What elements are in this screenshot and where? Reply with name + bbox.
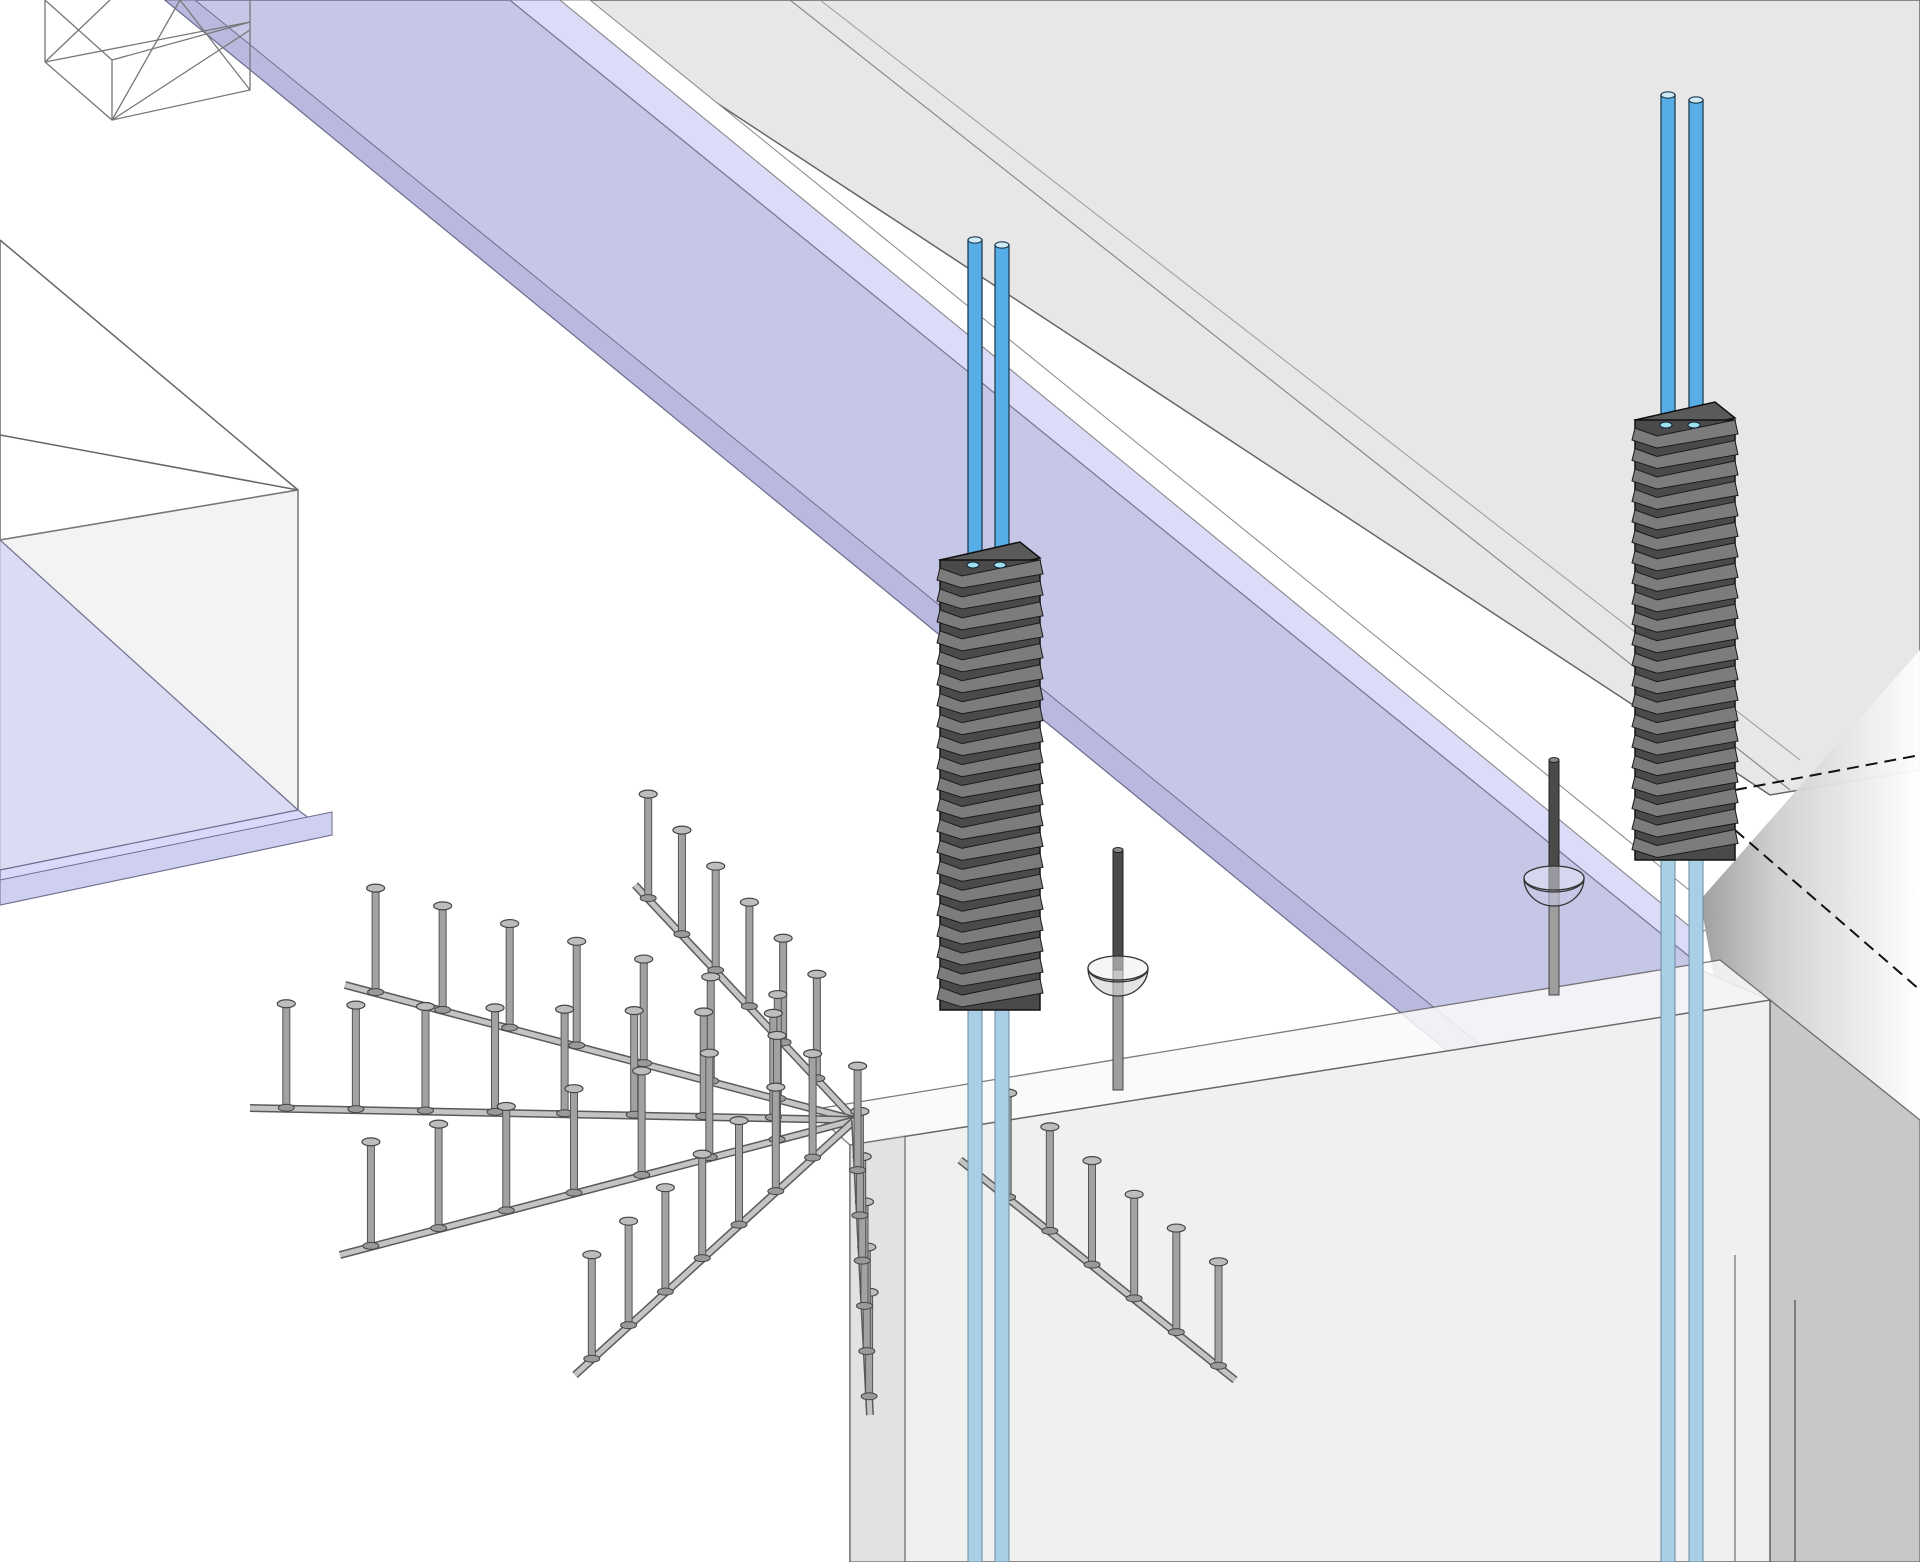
lower-column-box [808,959,1796,1562]
shear-stud [361,1137,381,1250]
shear-stud [346,1000,366,1114]
stud-rail [249,999,856,1124]
shear-stud [692,1149,712,1263]
duct [967,236,983,581]
shear-stud [634,954,654,1068]
shear-stud [1208,1257,1229,1370]
duct [1660,91,1676,441]
anchor-right [1523,757,1585,996]
shear-stud [582,1250,602,1363]
shear-stud [624,1006,644,1119]
shear-stud [632,1066,652,1179]
tendon-pair-left [936,236,1044,1562]
shear-stud [366,883,386,997]
truss-frame-wireframe [44,0,251,121]
shear-stud [618,1216,639,1330]
corrugated-sheath [936,541,1044,1011]
corrugated-sheath [1631,401,1739,861]
shear-stud [1040,1122,1060,1235]
duct-embedded [994,1009,1010,1562]
shear-stud [802,1049,823,1162]
shear-stud [1166,1223,1186,1337]
duct-embedded [1660,859,1676,1562]
tendons [936,91,1739,1562]
duct-embedded [1688,859,1704,1562]
shear-stud [655,1183,676,1296]
stud-rail [847,1061,879,1416]
shear-stud [433,901,453,1014]
shear-stud [500,918,520,1032]
right-column-block [1699,650,1920,1562]
shear-stud [847,1061,868,1175]
duct [1688,96,1704,441]
shear-stud [415,1001,436,1115]
shear-stud [766,1082,786,1196]
stud-rail [338,1030,857,1259]
upper-slab-soffit [558,0,1920,796]
shear-stud [672,825,692,939]
shear-stud [1082,1155,1102,1269]
shear-stud [729,1116,749,1229]
duct-embedded [967,1009,983,1562]
stud-rail [572,1049,858,1378]
shear-stud [276,999,296,1112]
duct [994,241,1010,581]
shear-stud [1124,1189,1144,1303]
shear-stud [638,789,658,903]
tendon-pair-right [1631,91,1739,1562]
shear-stud [706,861,726,975]
shear-stud [496,1101,516,1215]
shear-stud [807,969,827,1083]
anchor-left [1087,847,1149,1091]
shear-stud [739,897,760,1011]
shear-stud [567,936,587,1050]
shear-stud [554,1004,575,1118]
left-slab-panel [0,239,334,906]
shear-stud [564,1084,584,1197]
shear-stud-rails [249,789,1238,1416]
shear-stud [485,1003,505,1116]
shear-stud [428,1119,449,1233]
